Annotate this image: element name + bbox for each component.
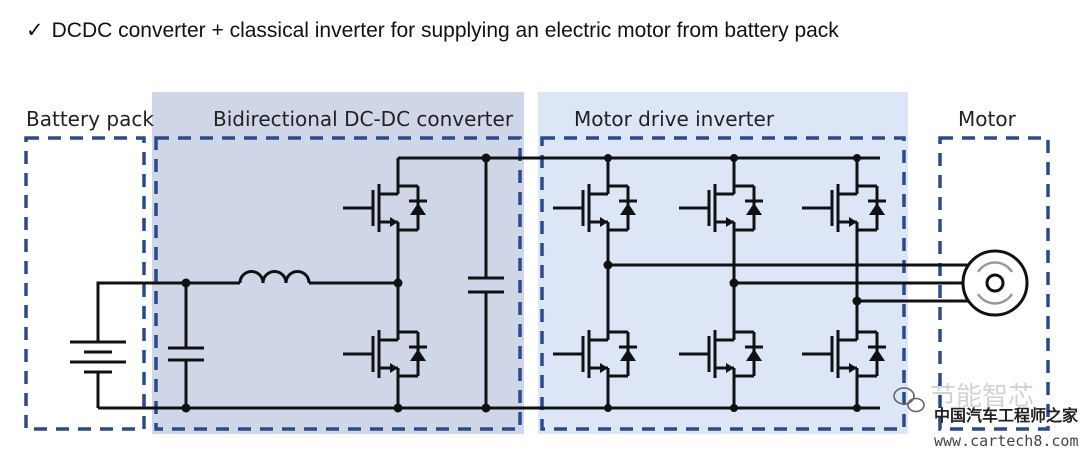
dcdc-block-outline — [154, 136, 522, 431]
watermark-site-name: 中国汽车工程师之家 — [934, 406, 1079, 425]
inverter-label: Motor drive inverter — [574, 107, 775, 131]
dcdc-converter-label: Bidirectional DC-DC converter — [213, 107, 514, 131]
battery-pack-label: Battery pack — [26, 107, 154, 131]
motor-label: Motor — [958, 107, 1017, 131]
heading-text: DCDC converter + classical inverter for … — [51, 19, 839, 42]
watermark-logo-text: 节能智芯 — [930, 382, 1034, 412]
battery-symbol — [70, 340, 126, 374]
junction-dots — [181, 153, 862, 413]
wiring — [96, 156, 985, 410]
motor-symbol-icon — [961, 249, 1029, 317]
motor-block-outline — [938, 136, 1050, 431]
inverter-shaded-region — [538, 92, 908, 434]
inductor — [238, 270, 311, 284]
slide-heading: ✓ DCDC converter + classical inverter for… — [26, 18, 839, 43]
wechat-logo-icon — [893, 387, 925, 413]
watermark-url: www.cartech8.com — [934, 432, 1079, 450]
input-capacitor — [168, 346, 204, 362]
dcdc-shaded-region — [152, 92, 524, 434]
dc-link-capacitor — [468, 276, 504, 294]
watermark: 节能智芯 中国汽车工程师之家 www.cartech8.com — [893, 382, 1079, 450]
battery-block-outline — [24, 136, 146, 431]
checkmark-icon: ✓ — [26, 19, 44, 42]
